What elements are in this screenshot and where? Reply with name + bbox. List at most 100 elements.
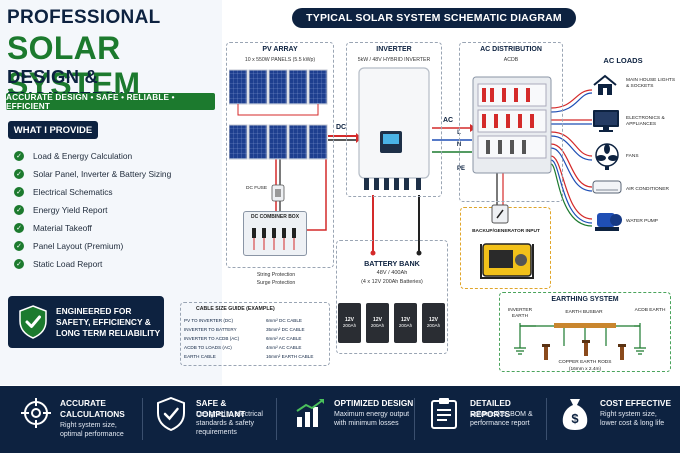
check-icon: ✓ (14, 205, 24, 215)
feature-cost: $ COST EFFECTIVE Right system size, lowe… (548, 386, 676, 453)
inverter-section (346, 42, 442, 197)
list-item: ✓Energy Yield Report (14, 201, 171, 219)
report-clipboard-icon (431, 398, 457, 429)
list-item: ✓Panel Layout (Premium) (14, 237, 171, 255)
divider (142, 398, 143, 440)
list-item: ✓Static Load Report (14, 255, 171, 273)
check-icon: ✓ (14, 223, 24, 233)
money-bag-icon: $ (562, 399, 588, 430)
dc-fuse-label: DC FUSE (246, 186, 268, 191)
provide-title: WHAT I PROVIDE (8, 121, 98, 139)
dc-fuse-icon (271, 184, 285, 202)
divider (414, 398, 415, 440)
table-row: EARTH CABLE 16mm² EARTH CABLE (184, 354, 314, 359)
battery-voltage: 12V (429, 317, 438, 323)
battery-voltage: 12V (345, 317, 354, 323)
earthing-section (499, 292, 671, 372)
earthing-title: EARTHING SYSTEM (551, 296, 619, 303)
surge-protection-label: Surge Protection (256, 280, 296, 286)
feature-title: COST EFFECTIVE (600, 398, 671, 408)
earth-rods-label: COPPER EARTH RODS (558, 360, 612, 365)
inverter-icon (358, 67, 430, 190)
fan-icon (595, 143, 619, 170)
battery-sub1: 48V / 400Ah (376, 270, 408, 276)
diagram-title: TYPICAL SOLAR SYSTEM SCHEMATIC DIAGRAM (292, 8, 576, 28)
battery-cell: 12V 200Ah (366, 303, 389, 343)
tagline-banner: ACCURATE DESIGN • SAFE • RELIABLE • EFFI… (6, 93, 215, 111)
battery-voltage: 12V (401, 317, 410, 323)
acdb-panel-icon (472, 76, 552, 174)
inverter-title: INVERTER (376, 46, 412, 53)
combiner-label: DC COMBINER BOX (250, 214, 300, 220)
hero-line-1: PROFESSIONAL (7, 7, 161, 28)
solar-panels-icon (229, 69, 328, 160)
list-item: ✓Material Takeoff (14, 219, 171, 237)
load-ac-label: AIR CONDITIONER (626, 187, 669, 192)
battery-title: BATTERY BANK (364, 259, 420, 268)
table-row: INVERTER TO ACDB (AC) 6mm² AC CABLE (184, 336, 302, 341)
feature-accurate: ACCURATE CALCULATIONS Right system size,… (8, 386, 136, 453)
pv-array-section (226, 42, 334, 268)
divider (276, 398, 277, 440)
feature-desc: Maximum energy output with minimum losse… (334, 411, 410, 427)
list-item: ✓Electrical Schematics (14, 183, 171, 201)
generator-icon (480, 243, 534, 279)
divider (546, 398, 547, 440)
what-i-provide-section: WHAT I PROVIDE ✓Load & Energy Calculatio… (6, 118, 216, 278)
feature-desc: Schematics, BOM & performance report (470, 411, 533, 427)
table-row: PV TO INVERTER (DC) 6mm² DC CABLE (184, 318, 302, 323)
ac-label: AC (442, 117, 454, 124)
feature-title: SAFE & COMPLIANT (196, 398, 246, 419)
ac-distribution-section (459, 42, 563, 202)
check-icon: ✓ (14, 241, 24, 251)
feature-title: OPTIMIZED DESIGN (334, 398, 414, 408)
table-row: INVERTER TO BATTERY 35mm² DC CABLE (184, 327, 305, 332)
cable-guide-table: PV TO INVERTER (DC) 6mm² DC CABLE INVERT… (184, 316, 328, 361)
feature-desc: Designed to electrical standards & safet… (196, 411, 263, 436)
battery-cell: 12V 200Ah (394, 303, 417, 343)
acdb-sub: ACDB (503, 57, 519, 63)
generator-label: BACKUP/GENERATOR INPUT (472, 229, 540, 234)
shield-check-icon (157, 397, 185, 431)
battery-voltage: 12V (373, 317, 382, 323)
battery-cells: 12V 200Ah 12V 200Ah 12V 200Ah 12V 200Ah (338, 303, 448, 345)
string-protection-label: String Protection (256, 272, 296, 278)
battery-capacity: 200Ah (398, 323, 413, 328)
load-pump-label: WATER PUMP (626, 219, 658, 224)
monitor-icon (593, 110, 619, 132)
dc-label: DC (335, 124, 347, 131)
combiner-breakers-icon (252, 228, 296, 250)
feature-safe: SAFE & COMPLIANT Designed to electrical … (144, 386, 272, 453)
provide-list: ✓Load & Energy Calculation ✓Solar Panel,… (14, 147, 171, 273)
list-item: ✓Solar Panel, Inverter & Battery Sizing (14, 165, 171, 183)
cable-guide-title: CABLE SIZE GUIDE (EXAMPLE) (196, 306, 275, 312)
pv-array-sub: 10 x 550W PANELS (5.5 kWp) (244, 57, 316, 63)
svg-text:$: $ (571, 411, 579, 426)
acdb-earth-label: ACDB EARTH (634, 308, 666, 313)
feature-optimized: OPTIMIZED DESIGN Maximum energy output w… (282, 386, 413, 453)
list-item: ✓Load & Energy Calculation (14, 147, 171, 165)
check-icon: ✓ (14, 151, 24, 161)
load-fans-label: FANS (626, 154, 639, 159)
battery-sub2: (4 x 12V 200Ah Batteries) (361, 279, 423, 285)
shield-check-icon (19, 305, 47, 339)
earthing-drawing (514, 323, 646, 360)
feature-reports: DETAILED REPORTS Schematics, BOM & perfo… (418, 386, 546, 453)
inverter-earth-label: INVERTER EARTH (507, 308, 533, 319)
feature-desc: Right system size, optimal performance (60, 422, 124, 438)
feature-title: DETAILED REPORTS (470, 398, 511, 419)
battery-section (336, 240, 448, 354)
house-icon (593, 74, 617, 95)
earth-busbar-label: EARTH BUSBAR (565, 310, 603, 315)
safety-text: ENGINEERED FOR SAFETY, EFFICIENCY & LONG… (56, 306, 161, 338)
battery-cell: 12V 200Ah (338, 303, 361, 343)
features-bar: ACCURATE CALCULATIONS Right system size,… (0, 386, 680, 453)
schematic-wiring (275, 89, 593, 256)
check-icon: ✓ (14, 187, 24, 197)
ac-loads-title: AC LOADS (603, 56, 643, 65)
pv-array-title: PV ARRAY (262, 46, 298, 53)
growth-chart-icon (296, 399, 324, 427)
battery-capacity: 200Ah (342, 323, 357, 328)
acdb-title: AC DISTRIBUTION (480, 46, 542, 53)
transfer-switch-icon (491, 204, 509, 224)
